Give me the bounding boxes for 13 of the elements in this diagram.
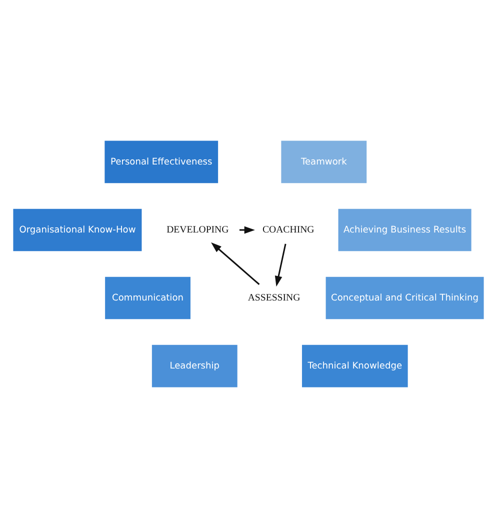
node-box: Teamwork [279,138,368,184]
node-box: Personal Effectiveness [102,138,220,184]
node-box: Conceptual and Critical Thinking [324,274,485,320]
node-box: Communication [103,274,192,320]
node-text: ASSESSING [247,292,300,304]
node-text: COACHING [262,224,314,236]
node-box: Organisational Know-How [11,206,143,252]
node-text: DEVELOPING [166,224,228,236]
arrow [210,242,260,284]
node-box: Technical Knowledge [300,342,409,388]
arrow [274,243,286,286]
node-box: Leadership [150,342,238,388]
node-box: Achieving Business Results [336,206,472,252]
